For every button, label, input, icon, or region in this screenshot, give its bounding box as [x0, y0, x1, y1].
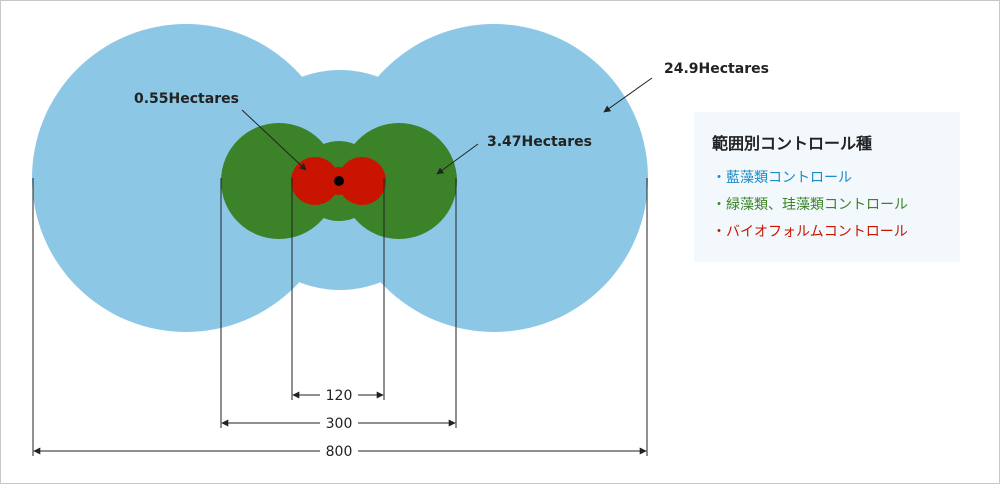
green-zone-right-circle	[341, 123, 457, 239]
legend-item-green-diatom: ・緑藻類、珪藻類コントロール	[712, 197, 908, 213]
legend-item-bioform: ・バイオフォルムコントロール	[712, 224, 908, 240]
green-zone-left-circle	[221, 123, 337, 239]
callout-algae-label: 24.9Hectares	[664, 61, 769, 77]
callout-bioform-arrow	[241, 109, 307, 171]
callout-algae-arrow	[603, 77, 653, 113]
dim-120-label: 120	[326, 388, 353, 404]
callout-bioform-label: 0.55Hectares	[134, 91, 239, 107]
legend-box: 範囲別コントロール種 ・藍藻類コントロール ・緑藻類、珪藻類コントロール ・バイ…	[694, 112, 960, 262]
extension-lines	[32, 178, 648, 456]
center-point	[334, 176, 344, 186]
callout-green-arrow	[436, 143, 479, 175]
dim-800-label: 800	[326, 444, 353, 460]
red-zone-right-circle	[338, 157, 386, 205]
dim-300-label: 300	[326, 416, 353, 432]
dimension-120: 120	[292, 388, 384, 404]
callout-green-label: 3.47Hectares	[487, 134, 592, 150]
legend-item-algae: ・藍藻類コントロール	[712, 170, 852, 186]
callout-bioform-area: 0.55Hectares	[134, 91, 307, 171]
callout-green-area: 3.47Hectares	[436, 134, 592, 175]
callout-algae-area: 24.9Hectares	[603, 61, 769, 113]
dimension-800: 800	[33, 444, 647, 460]
legend-title: 範囲別コントロール種	[712, 134, 873, 153]
dimension-300: 300	[221, 416, 456, 432]
